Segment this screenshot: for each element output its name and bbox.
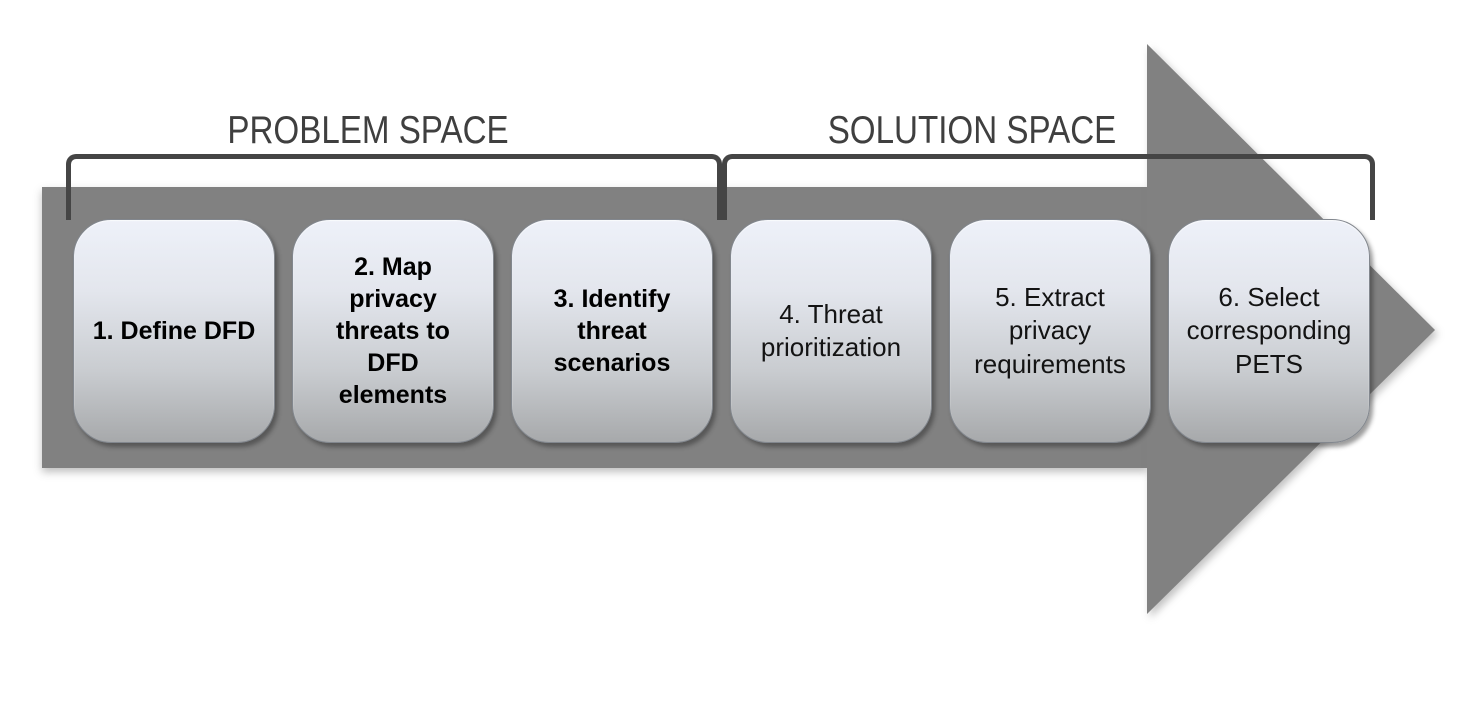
- step-box-threat-prioritization: 4. Threat prioritization: [730, 219, 932, 443]
- step-label: 2. Map privacy threats to DFD elements: [336, 253, 450, 409]
- step-box-extract-privacy-requirements: 5. Extract privacy requirements: [949, 219, 1151, 443]
- step-box-select-corresponding-pets: 6. Select corresponding PETS: [1168, 219, 1370, 443]
- solution-space-label-text: SOLUTION SPACE: [827, 109, 1117, 152]
- problem-space-bracket: [66, 154, 722, 220]
- problem-space-label-text: PROBLEM SPACE: [227, 109, 509, 152]
- step-label: 1. Define DFD: [92, 317, 256, 345]
- step-label: 5. Extract privacy requirements: [974, 282, 1126, 379]
- step-box-define-dfd: 1. Define DFD: [73, 219, 275, 443]
- step-box-identify-threat-scenarios: 3. Identify threat scenarios: [511, 219, 713, 443]
- step-box-row: 1. Define DFD 2. Map privacy threats to …: [73, 219, 1370, 443]
- step-label: 4. Threat prioritization: [760, 298, 902, 362]
- step-label: 6. Select corresponding PETS: [1186, 282, 1352, 379]
- problem-space-label: PROBLEM SPACE: [203, 111, 534, 151]
- solution-space-label: SOLUTION SPACE: [802, 111, 1142, 151]
- solution-space-bracket: [722, 154, 1375, 220]
- step-label: 3. Identify threat scenarios: [553, 285, 671, 377]
- step-box-map-privacy-threats: 2. Map privacy threats to DFD elements: [292, 219, 494, 443]
